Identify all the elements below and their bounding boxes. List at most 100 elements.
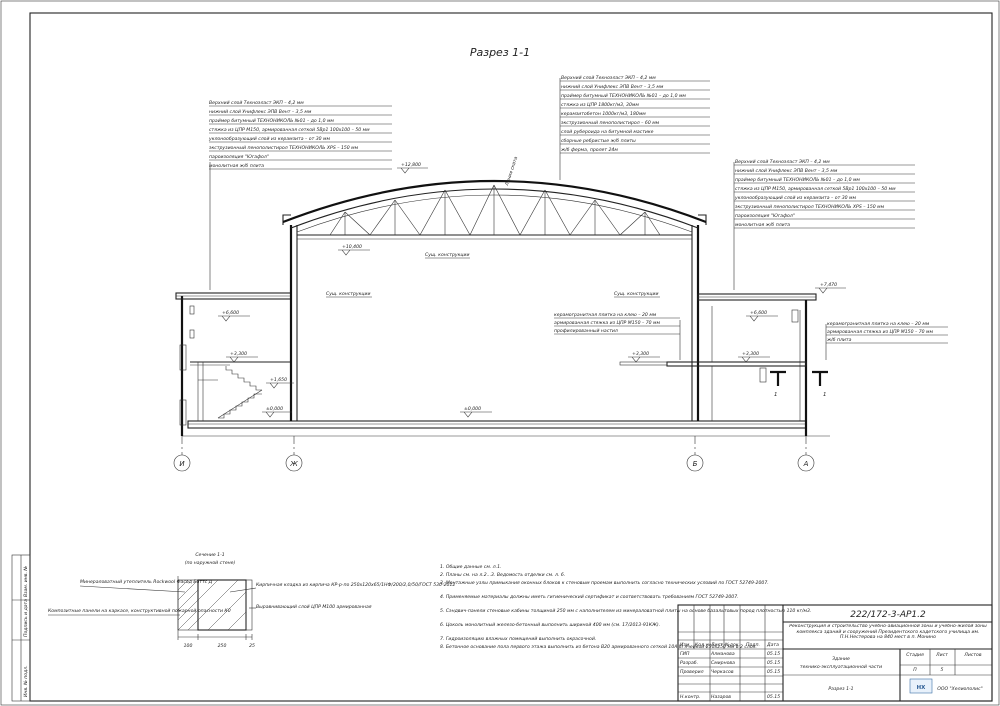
level-right-upper: +6,600 <box>750 310 767 316</box>
cut-mark-label-1: 1 <box>774 392 777 398</box>
truss-web <box>329 184 661 236</box>
tb-name-razrab: Смирнова <box>711 660 735 666</box>
right-mid-slab <box>666 361 807 367</box>
detail-insulation-layer <box>177 579 199 631</box>
tb-date-gip: 05.15 <box>767 651 780 657</box>
label-roof-line: Линия ската <box>504 156 519 188</box>
cut-marks: 1 1 <box>770 370 828 398</box>
axis-label-a: А <box>803 460 809 468</box>
svg-text:5. Сэндвич-панели стеновые каб: 5. Сэндвич-панели стеновые кабины толщин… <box>440 608 811 614</box>
tb-sheet: 5 <box>941 667 944 673</box>
stair-lower <box>218 393 262 419</box>
drawing-frame <box>29 12 993 702</box>
logo-text: НХ <box>917 685 927 691</box>
svg-text:экструзионный пенополистирол Т: экструзионный пенополистирол ТЕХНОНИКОЛЬ… <box>209 145 359 151</box>
svg-text:керамогранитная плитка на клею: керамогранитная плитка на клею – 20 мм <box>554 312 657 318</box>
svg-text:уклонообразующий слой из керам: уклонообразующий слой из керамзита – от … <box>734 195 856 201</box>
stair-upper <box>225 366 262 391</box>
callout-right-floor: керамогранитная плитка на клею – 20 мм а… <box>825 321 948 360</box>
svg-text:2. Планы см. на л.2...3. Ведом: 2. Планы см. на л.2...3. Ведомость отдел… <box>440 572 565 578</box>
label-struct-left: Сущ. конструкции <box>326 291 370 297</box>
svg-text:праймер битумный ТЕХНОНИКОЛЬ №: праймер битумный ТЕХНОНИКОЛЬ №01 – до 1,… <box>561 93 686 99</box>
svg-text:стяжка из ЦПР М150, армированн: стяжка из ЦПР М150, армированная сеткой … <box>735 186 896 192</box>
tb-header-izm: Изм <box>680 642 690 648</box>
svg-text:6. Цоколь монолитный железо-бе: 6. Цоколь монолитный железо-бетонный вып… <box>440 622 660 628</box>
tb-code: 222/172-3-АР1.2 <box>850 610 926 620</box>
side-stamp: Взам. инв. № Подпись и дата Инв. № подл. <box>11 554 31 702</box>
company-logo-icon: НХ <box>909 678 933 694</box>
tb-building: Здание <box>832 656 850 662</box>
tb-role-gip: ГИП <box>680 651 690 657</box>
svg-text:профилированный настил: профилированный настил <box>554 328 618 334</box>
detail-dim-1: 100 <box>184 643 193 649</box>
level-markers: +12,800 +10,400 +7,470 +6,600 +6,600 +3,… <box>218 162 846 418</box>
svg-text:экструзионный пенополистирол –: экструзионный пенополистирол – 60 мм <box>561 120 660 126</box>
callout-center-floor: керамогранитная плитка на клею – 20 мм а… <box>554 312 681 360</box>
svg-text:стяжка из ЦПР М150, армированн: стяжка из ЦПР М150, армированная сеткой … <box>209 127 370 133</box>
svg-text:праймер битумный ТЕХНОНИКОЛЬ №: праймер битумный ТЕХНОНИКОЛЬ №01 – до 1,… <box>735 177 860 183</box>
tb-date-nkontr: 05.15 <box>767 694 780 700</box>
level-truss-bottom: +10,400 <box>342 244 362 250</box>
svg-text:ж/б ферма, пролет 24м: ж/б ферма, пролет 24м <box>560 147 618 153</box>
tb-header-list: Лист <box>710 642 723 648</box>
svg-text:4. Применяемые материалы должн: 4. Применяемые материалы должны иметь ги… <box>440 594 739 600</box>
level-right-mid: +3,300 <box>742 351 759 357</box>
level-center-mid: +3,300 <box>632 351 649 357</box>
label-struct-right: Сущ. конструкции <box>614 291 658 297</box>
level-left-upper: +6,600 <box>222 310 239 316</box>
axis-label-zh: Ж <box>289 460 298 468</box>
svg-text:1. Общие данные см. л.1.: 1. Общие данные см. л.1. <box>440 564 502 570</box>
svg-text:праймер битумный ТЕХНОНИКОЛЬ №: праймер битумный ТЕХНОНИКОЛЬ №01 – до 1,… <box>209 118 334 124</box>
title-block: Изм Кол.уч Лист №док. Подп. Дата ГИП Алм… <box>677 604 993 702</box>
tb-header-koluch: Кол.уч <box>695 642 711 648</box>
roof-arch-outer <box>282 179 707 224</box>
page-title: Разрез 1-1 <box>470 46 530 59</box>
svg-text:пароизоляция "Югафол": пароизоляция "Югафол" <box>735 213 795 219</box>
level-roof-top: +12,800 <box>401 162 421 168</box>
callout-center-roof: Верхний слой Техноэласт ЭКП – 4,2 мм ниж… <box>559 75 710 180</box>
level-right-roof: +7,470 <box>820 282 837 288</box>
tb-name-proveril: Черкасов <box>711 669 734 675</box>
svg-text:8. Бетонное основание пола пер: 8. Бетонное основание пола первого этажа… <box>440 644 757 650</box>
detail-label-brick: Кирпичная кладка из кирпича КР-р-по 250х… <box>256 582 455 588</box>
side-stamp-text-1: Взам. инв. № <box>23 566 29 597</box>
tb-date-proveril: 05.15 <box>767 669 780 675</box>
axis-markers: И Ж Б А <box>173 454 815 472</box>
axis-label-b: Б <box>693 460 698 468</box>
svg-text:Верхний слой Техноэласт ЭКП –: Верхний слой Техноэласт ЭКП – 4,2 мм <box>735 159 830 165</box>
tb-name-nkontr: Назаров <box>711 694 731 700</box>
building-section: 1 1 И Ж Б А +12,800 +10,400 +7, <box>173 156 846 472</box>
tb-role-nkontr: Н.контр. <box>680 694 701 700</box>
tb-name-gip: Алманова <box>710 651 735 657</box>
tb-sheets-header: Листов <box>963 652 981 658</box>
tb-stage: П <box>913 667 917 673</box>
svg-text:нижний слой Унифлекс ЭПВ Вент: нижний слой Унифлекс ЭПВ Вент – 3,5 мм <box>209 109 312 115</box>
tb-description: Реконструкция и строительство учебно-ави… <box>789 624 987 641</box>
svg-text:сборные ребристые ж/б плиты: сборные ребристые ж/б плиты <box>561 138 636 144</box>
tb-header-ndoc: №док. <box>724 642 740 648</box>
tb-date-razrab: 05.15 <box>767 660 780 666</box>
detail-title: Сечение 1-1 <box>195 552 224 558</box>
detail-label-panels: Композитные панели на каркасе, конструкт… <box>48 608 231 614</box>
tb-header-podp: Подп. <box>746 642 760 648</box>
wall-section-detail: Сечение 1-1 (по наружной стене) 100 250 … <box>48 552 455 649</box>
callout-left-roof: Верхний слой Техноэласт ЭКП – 4,2 мм ниж… <box>208 100 392 290</box>
detail-label-leveling: Выравнивающий слой ЦПР М100 армированная <box>256 604 372 610</box>
cut-mark-label-2: 1 <box>823 392 826 398</box>
svg-text:армированная стяжка из ЦПР М15: армированная стяжка из ЦПР М150 – 70 мм <box>554 320 660 326</box>
tb-stage-header: Стадия <box>906 652 924 658</box>
svg-text:нижний слой Унифлекс ЭПВ Вент: нижний слой Унифлекс ЭПВ Вент – 3,5 мм <box>735 168 838 174</box>
tb-sheet-header: Лист <box>935 652 948 658</box>
svg-text:ж/б плита: ж/б плита <box>826 337 852 343</box>
callout-right-roof: Верхний слой Техноэласт ЭКП – 4,2 мм ниж… <box>733 159 915 290</box>
svg-text:3. Монтажные узлы примыкания о: 3. Монтажные узлы примыкания оконных бло… <box>440 580 769 586</box>
svg-text:стяжка из ЦПР 1800кг/м3, 30мм: стяжка из ЦПР 1800кг/м3, 30мм <box>561 102 639 108</box>
svg-text:нижний слой Унифлекс ЭПВ Вент: нижний слой Унифлекс ЭПВ Вент – 3,5 мм <box>561 84 664 90</box>
detail-label-insulation-1: Минераловатный утеплитель Rockwool Фасад… <box>80 579 213 585</box>
svg-text:Верхний слой Техноэласт ЭКП –: Верхний слой Техноэласт ЭКП – 4,2 мм <box>561 75 656 81</box>
tb-role-proveril: Проверил <box>680 669 704 675</box>
detail-dim-2: 250 <box>218 643 227 649</box>
svg-text:уклонообразующий слой из керам: уклонообразующий слой из керамзита – от … <box>208 136 330 142</box>
